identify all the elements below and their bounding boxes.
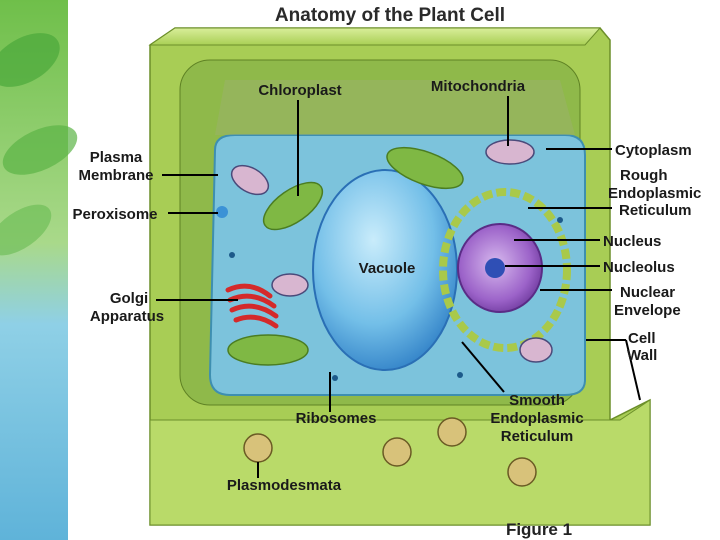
label-nucleolus: Nucleolus	[603, 259, 675, 276]
label-smooth-er-3: Reticulum	[501, 428, 574, 445]
ribosome	[332, 375, 338, 381]
mitochondrion	[519, 337, 553, 363]
vacuole	[312, 169, 458, 371]
label-rough-er-2: Endoplasmic	[608, 185, 701, 202]
label-nucleus: Nucleus	[603, 233, 661, 250]
label-plasma-membrane-2: Membrane	[78, 167, 153, 184]
label-mitochondria: Mitochondria	[431, 78, 526, 95]
label-smooth-er-2: Endoplasmic	[490, 410, 583, 427]
leaf-decoration	[2, 125, 78, 175]
label-rough-er-3: Reticulum	[619, 202, 692, 219]
label-ribosomes: Ribosomes	[296, 410, 377, 427]
label-rough-er-1: Rough	[620, 167, 667, 184]
ribosome	[457, 372, 463, 378]
label-cytoplasm: Cytoplasm	[615, 142, 692, 159]
chloroplast	[262, 181, 324, 231]
label-cell-wall-1: Cell	[628, 330, 656, 347]
figure-caption: Figure 1	[506, 520, 572, 539]
ribosome	[229, 252, 235, 258]
label-golgi-1: Golgi	[110, 290, 148, 307]
label-cell-wall-2: Wall	[627, 347, 657, 364]
label-plasma-membrane-1: Plasma	[90, 149, 143, 166]
label-plasmodesmata: Plasmodesmata	[227, 477, 342, 494]
mitochondrion	[271, 273, 309, 297]
plasmodesmata-group	[243, 417, 537, 487]
label-smooth-er-1: Smooth	[509, 392, 565, 409]
ribosome	[557, 217, 563, 223]
nucleolus	[485, 258, 505, 278]
mitochondrion	[230, 164, 270, 196]
cell-wall-top	[148, 27, 602, 46]
label-golgi-2: Apparatus	[90, 308, 164, 325]
label-peroxisome: Peroxisome	[72, 206, 157, 223]
background-strip	[0, 0, 68, 540]
leaf-decoration	[0, 204, 52, 256]
nucleus-group	[439, 188, 571, 352]
label-vacuole: Vacuole	[359, 260, 416, 277]
back-wall-shading	[215, 80, 575, 135]
rough-er	[439, 188, 571, 352]
mitochondrion	[485, 139, 535, 165]
diagram-title: Anatomy of the Plant Cell	[275, 5, 505, 26]
label-chloroplast: Chloroplast	[258, 82, 341, 99]
leaf-decoration	[0, 33, 60, 87]
label-nuclear-envelope-2: Envelope	[614, 302, 681, 319]
golgi-apparatus	[225, 283, 279, 329]
peroxisome	[216, 206, 228, 218]
chloroplast	[227, 334, 309, 366]
chloroplast	[386, 146, 464, 190]
label-nuclear-envelope-1: Nuclear	[620, 284, 675, 301]
